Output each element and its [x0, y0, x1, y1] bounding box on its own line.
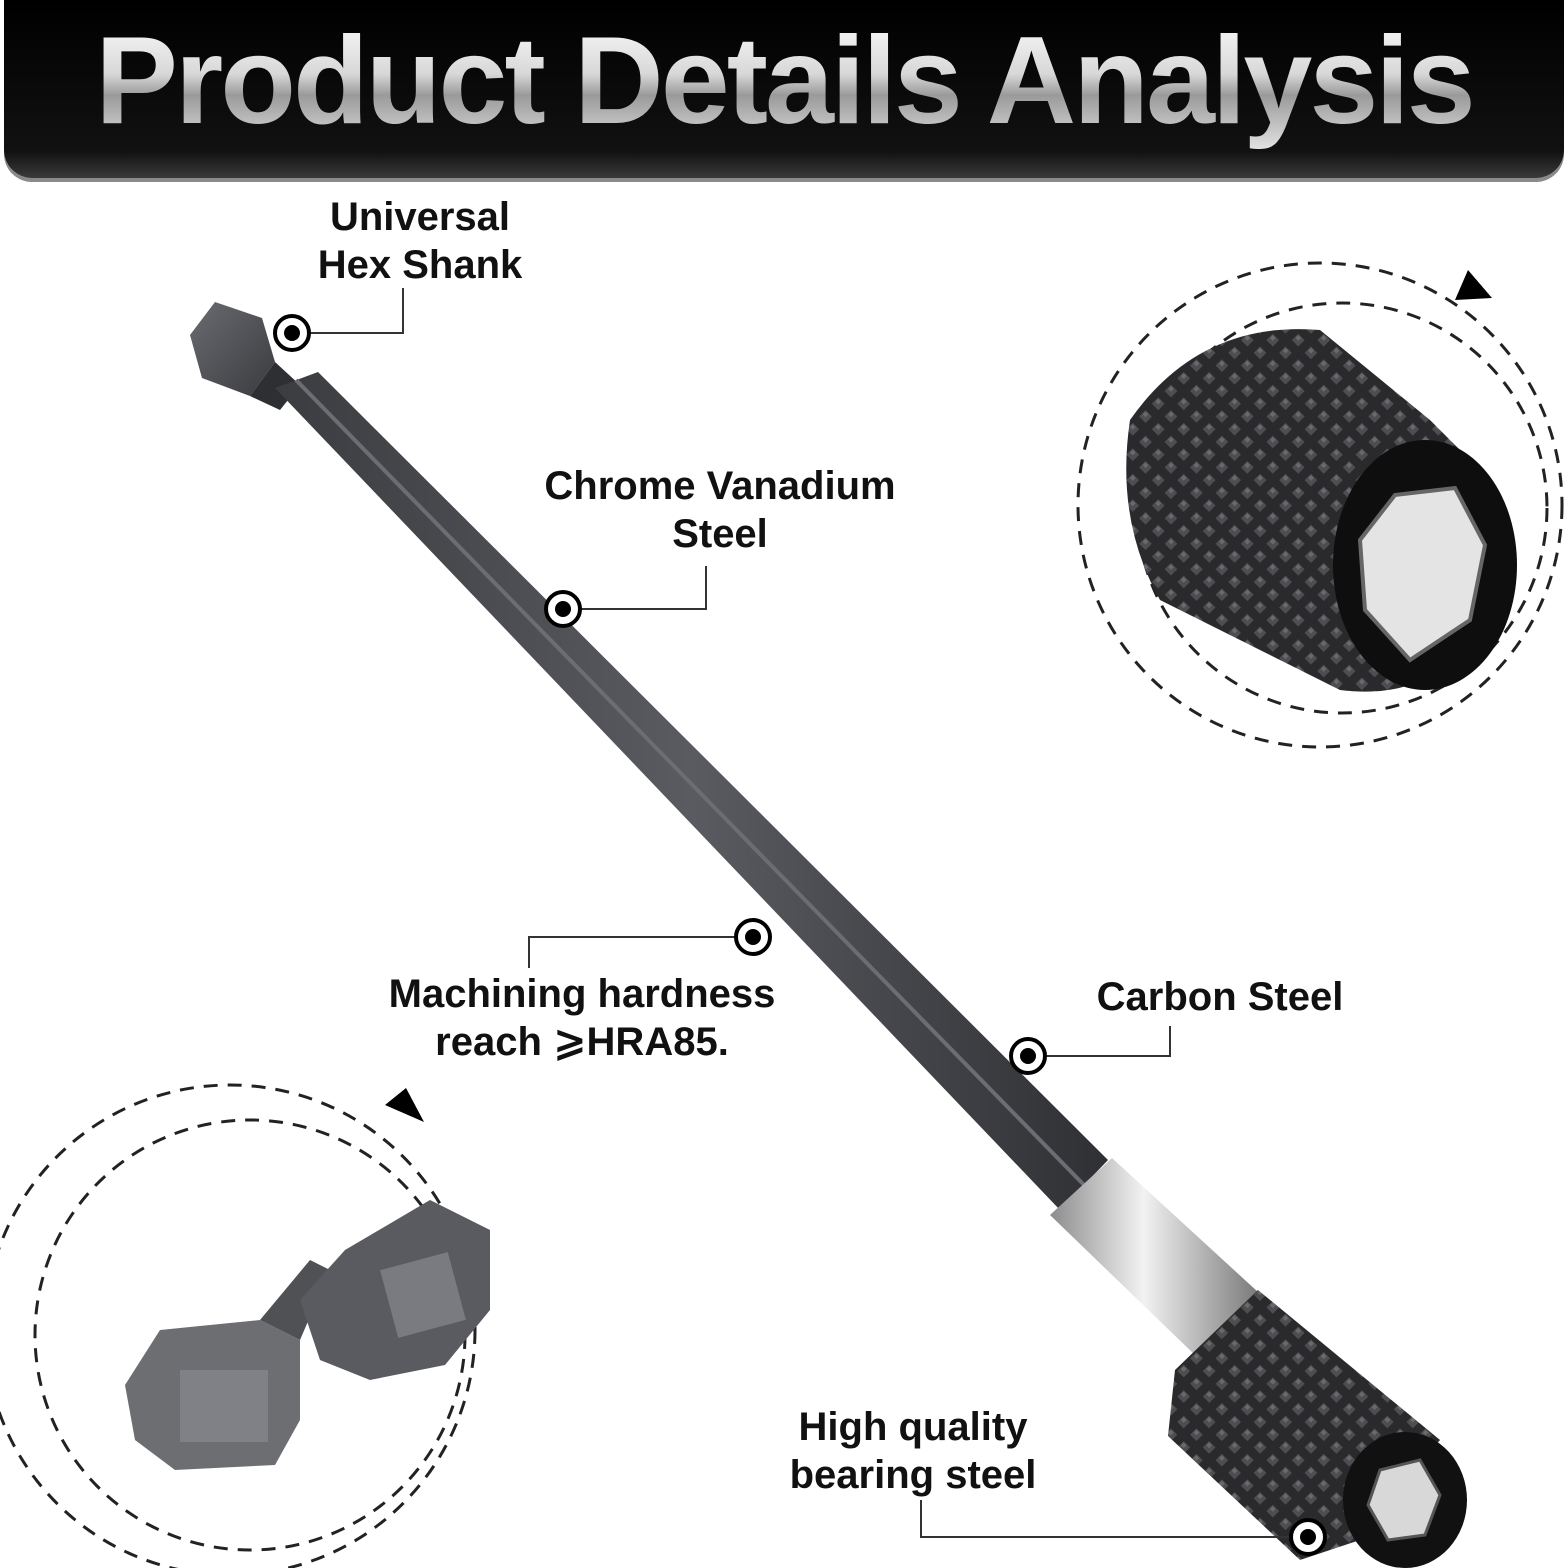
callout-marker-icon — [273, 314, 311, 352]
hex-tip — [190, 302, 275, 396]
callout-marker-icon — [1009, 1037, 1047, 1075]
callout-chrome-vanadium: Chrome Vanadium Steel — [544, 464, 896, 556]
callout-marker-icon — [1289, 1518, 1327, 1556]
callout-machining-hardness: Machining hardness reach ⩾HRA85. — [388, 972, 776, 1064]
callout-markers — [273, 314, 1327, 1556]
shaft — [275, 372, 1108, 1210]
extension-bar — [190, 302, 1467, 1568]
zoom-circle-chuck — [1076, 261, 1564, 749]
callout-carbon-steel: Carbon Steel — [1096, 975, 1344, 1019]
zoom-circle-hex-shank — [0, 1083, 490, 1568]
callout-bearing-steel: High quality bearing steel — [789, 1405, 1037, 1497]
rotation-arrow-icon — [385, 1088, 424, 1122]
callout-marker-icon — [734, 918, 772, 956]
header-banner: Product Details Analysis — [4, 0, 1564, 178]
callout-universal-hex-shank: Universal Hex Shank — [317, 195, 523, 287]
chrome-sleeve — [1050, 1158, 1258, 1356]
rotation-arrow-icon — [1455, 270, 1492, 300]
hex-socket — [1366, 1458, 1442, 1542]
page-title: Product Details Analysis — [4, 10, 1564, 152]
callout-lines — [292, 288, 1308, 1538]
callout-marker-icon — [544, 590, 582, 628]
chuck-closeup-socket — [1357, 485, 1488, 663]
